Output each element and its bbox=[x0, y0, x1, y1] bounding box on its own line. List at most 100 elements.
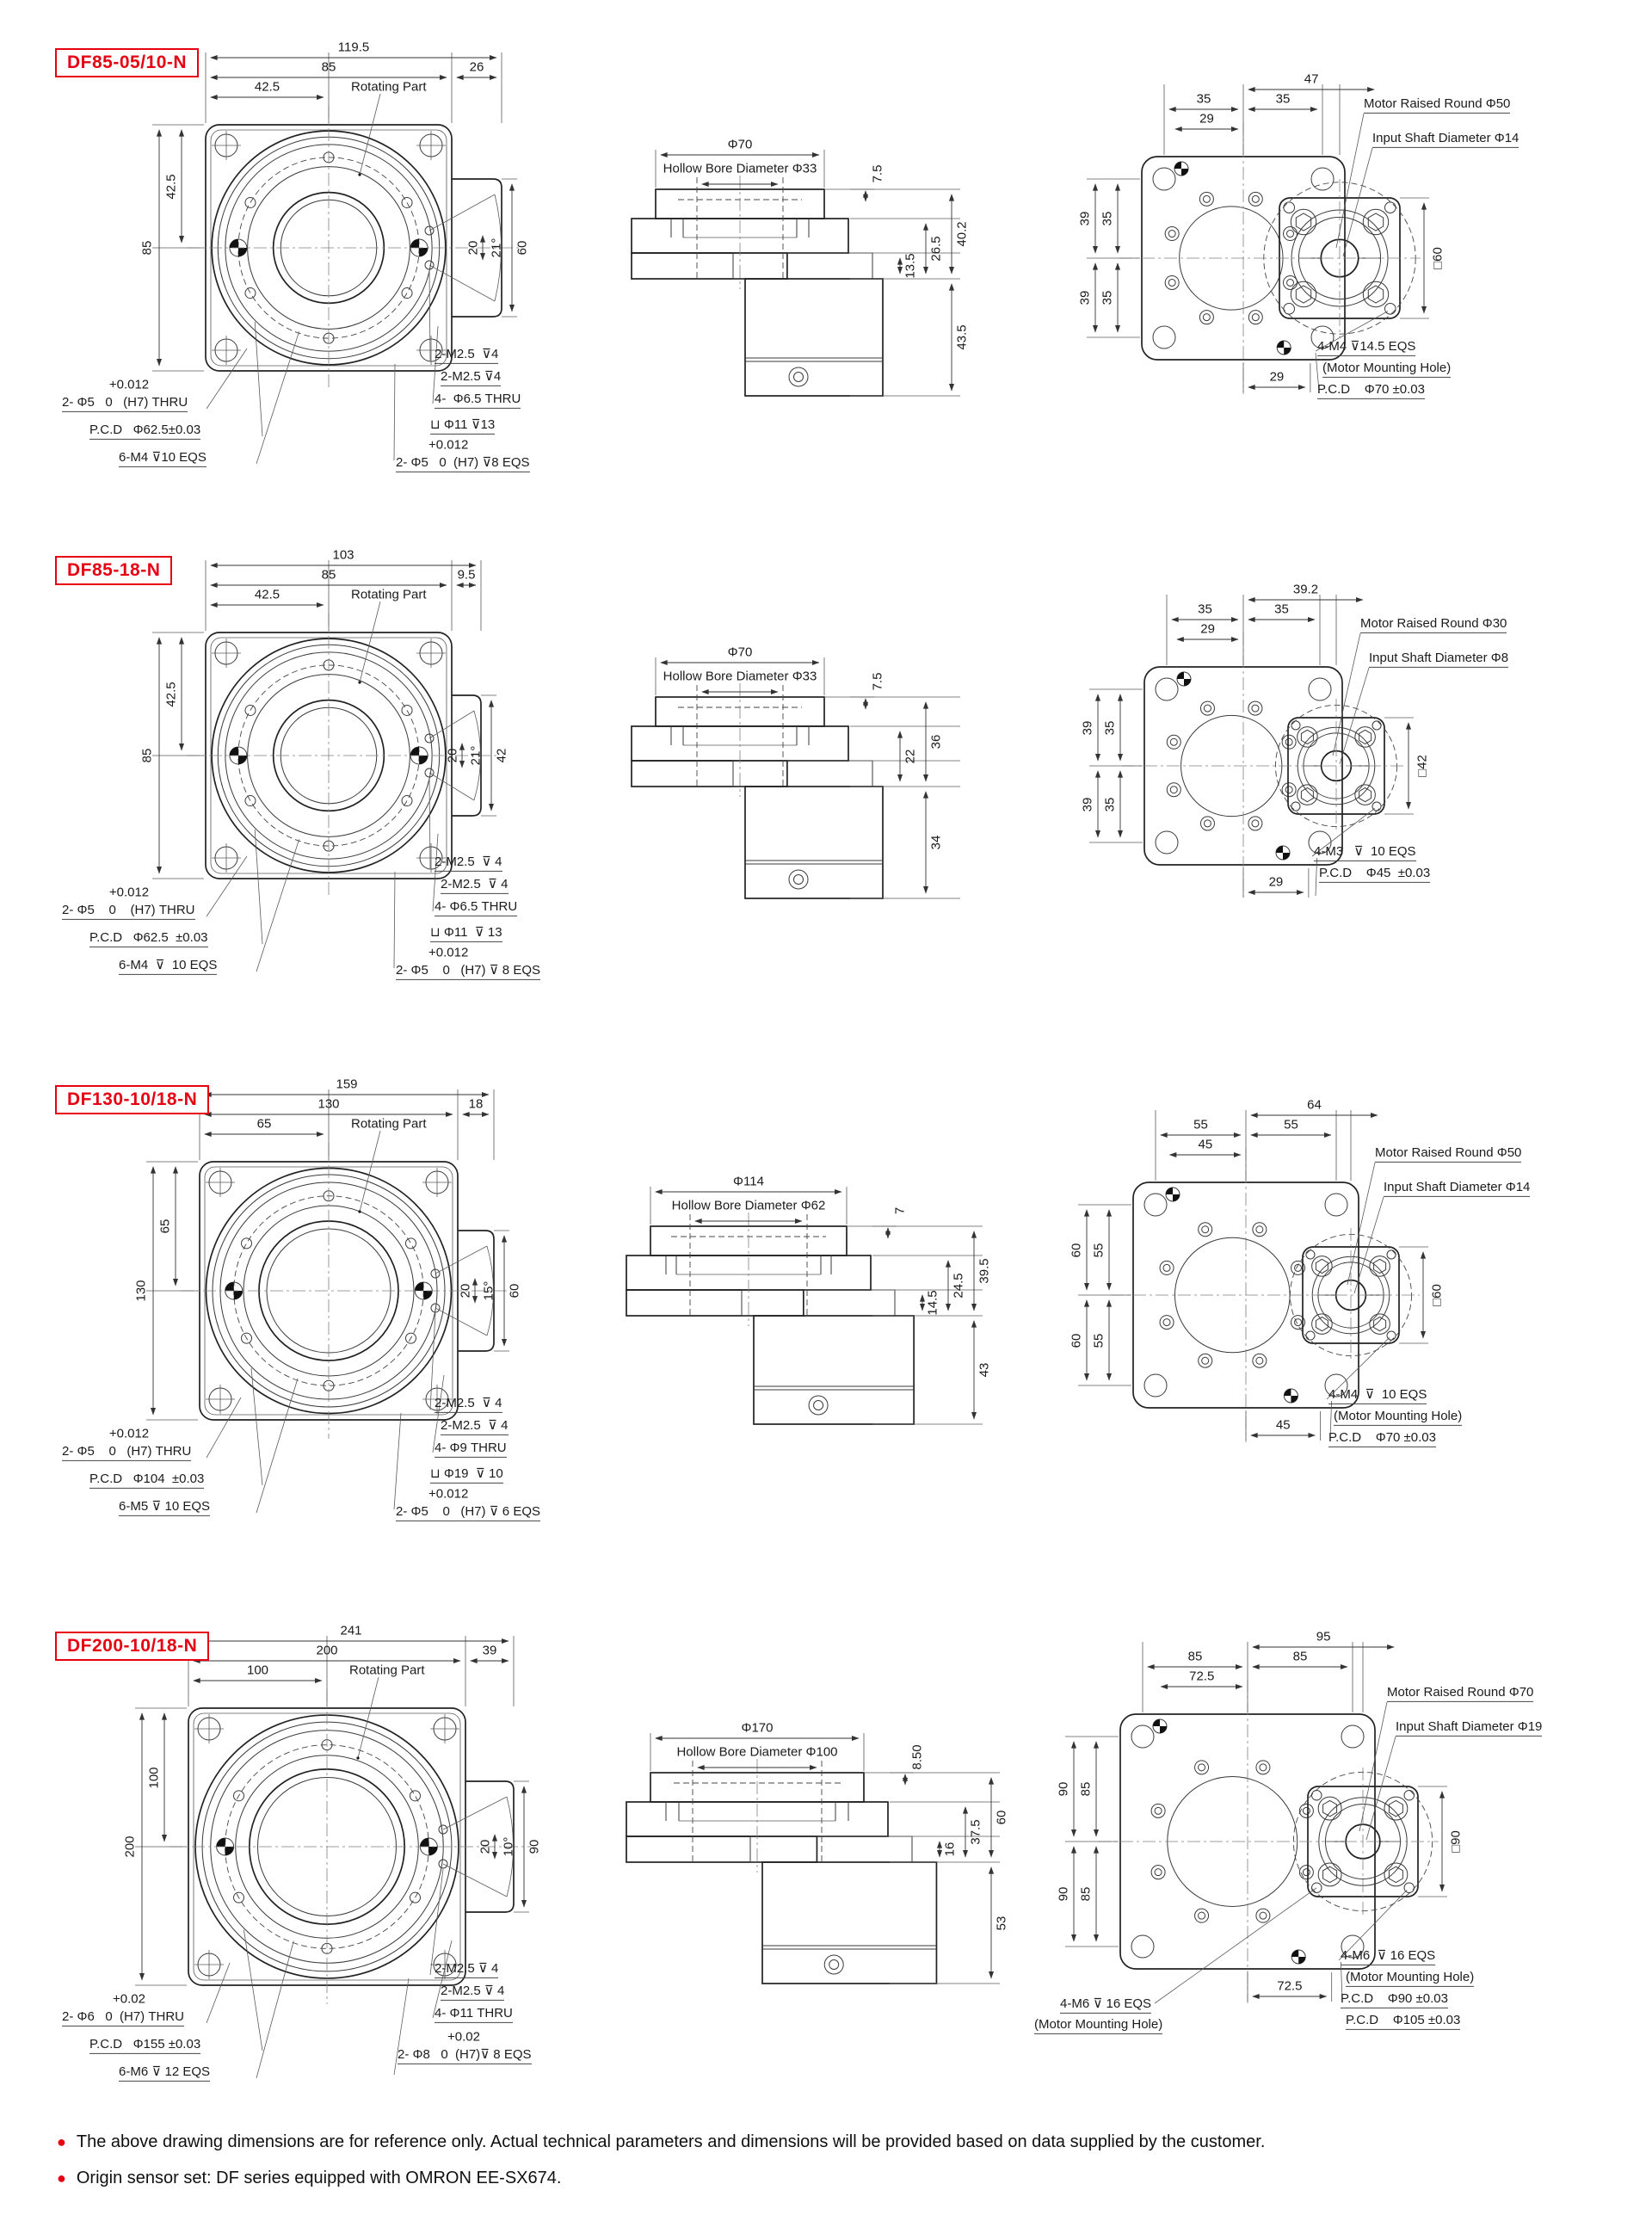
annotation: 2- Φ5 0 (H7) ⊽8 EQS bbox=[396, 455, 530, 473]
dim-label: 20 bbox=[465, 240, 481, 256]
dim-label: □90 bbox=[1448, 1830, 1464, 1853]
note-text: Origin sensor set: DF series equipped wi… bbox=[76, 2169, 562, 2187]
annotation: ⊔ Φ11 ⊽13 bbox=[430, 417, 496, 435]
dim-label: 24.5 bbox=[951, 1273, 966, 1299]
dim-label: 90 bbox=[1056, 1886, 1071, 1902]
footer-note: ● The above drawing dimensions are for re… bbox=[57, 2132, 1265, 2152]
motor-round-label: Motor Raised Round Φ50 bbox=[1364, 96, 1511, 114]
dim-label: 130 bbox=[317, 1096, 340, 1112]
note-text: The above drawing dimensions are for ref… bbox=[76, 2132, 1266, 2151]
annotation: P.C.D Φ62.5 ±0.03 bbox=[89, 930, 208, 948]
annotation: +0.02 bbox=[447, 2029, 480, 2045]
dim-label: 42.5 bbox=[163, 681, 179, 707]
annotation: 2-M2.5 ⊽ 4 bbox=[435, 1396, 502, 1414]
annotation: (Motor Mounting Hole) bbox=[1334, 1409, 1463, 1427]
annotation: 4- Φ6.5 THRU bbox=[435, 392, 521, 410]
dim-label: 40.2 bbox=[954, 221, 970, 247]
dim-label: 200 bbox=[122, 1836, 138, 1858]
dim-label: Hollow Bore Diameter Φ33 bbox=[663, 161, 817, 176]
dim-label: 39 bbox=[1077, 211, 1093, 226]
dim-label: 85 bbox=[321, 567, 336, 583]
dim-label: 39 bbox=[482, 1643, 497, 1658]
motor-round-label: Motor Raised Round Φ70 bbox=[1387, 1685, 1534, 1703]
annotation: +0.012 bbox=[108, 1426, 150, 1441]
annotation: 2- Φ5 0 (H7) THRU bbox=[62, 1444, 192, 1462]
annotation: 2- Φ5 0 (H7) THRU bbox=[62, 395, 188, 413]
dim-label: 39.5 bbox=[977, 1258, 992, 1284]
dim-label: 72.5 bbox=[1189, 1669, 1215, 1684]
dim-label: 47 bbox=[1304, 71, 1319, 87]
dim-label: □60 bbox=[1430, 247, 1446, 269]
note-bullet-icon: ● bbox=[57, 2133, 66, 2150]
dim-label: 55 bbox=[1091, 1243, 1106, 1257]
annotation: (Motor Mounting Hole) bbox=[1034, 2017, 1163, 2035]
dim-label: □42 bbox=[1415, 755, 1430, 777]
dim-label: 7 bbox=[892, 1206, 908, 1215]
dim-label: 13.5 bbox=[903, 253, 918, 279]
dim-label: 10° bbox=[501, 1836, 516, 1857]
annotation: 4-M4 ⊽14.5 EQS bbox=[1317, 339, 1416, 357]
motor-round-label: Motor Raised Round Φ50 bbox=[1375, 1145, 1522, 1163]
annotation: +0.02 bbox=[113, 1991, 145, 2007]
annotation: 4-M3 ⊽ 10 EQS bbox=[1314, 844, 1416, 862]
annotation: 4-M6 ⊽ 16 EQS bbox=[1060, 1996, 1152, 2014]
annotation: 2-M2.5 ⊽ 4 bbox=[441, 1418, 509, 1436]
footer-note: ●Origin sensor set: DF series equipped w… bbox=[57, 2169, 561, 2188]
dim-label: 37.5 bbox=[968, 1819, 983, 1845]
dim-label: 20 bbox=[458, 1283, 473, 1299]
dim-label: 85 bbox=[1292, 1649, 1308, 1664]
annotation: P.C.D Φ62.5±0.03 bbox=[89, 423, 201, 441]
dim-label: 90 bbox=[1056, 1781, 1071, 1797]
annotation: P.C.D Φ104 ±0.03 bbox=[89, 1472, 205, 1490]
dim-label: 35 bbox=[1102, 797, 1118, 811]
annotation: ⊔ Φ11 ⊽ 13 bbox=[430, 925, 502, 943]
dim-label: 21° bbox=[489, 238, 504, 258]
annotation: 2-M2.5 ⊽4 bbox=[435, 347, 499, 365]
dim-label: 35 bbox=[1198, 602, 1212, 617]
annotation: (Motor Mounting Hole) bbox=[1322, 361, 1452, 379]
dim-label: 85 bbox=[139, 748, 155, 763]
annotation: 4- Φ9 THRU bbox=[435, 1441, 507, 1459]
dim-label: 39.2 bbox=[1292, 582, 1319, 597]
annotation: 6-M5 ⊽ 10 EQS bbox=[119, 1499, 211, 1517]
annotation: 2-M2.5 ⊽ 4 bbox=[435, 1961, 499, 1979]
dim-label: 159 bbox=[336, 1077, 358, 1092]
dim-label: 85 bbox=[1078, 1781, 1094, 1797]
rotating-part-label: Rotating Part bbox=[351, 1116, 427, 1132]
dim-label: Hollow Bore Diameter Φ100 bbox=[676, 1744, 838, 1760]
annotation: P.C.D Φ90 ±0.03 bbox=[1341, 1991, 1448, 2009]
dim-label: 35 bbox=[1100, 211, 1115, 226]
dim-label: 130 bbox=[133, 1280, 149, 1302]
dim-label: 35 bbox=[1275, 91, 1291, 107]
annotation: +0.012 bbox=[428, 945, 469, 960]
dim-label: 55 bbox=[1193, 1117, 1208, 1132]
section-title: DF200-10/18-N bbox=[55, 1632, 210, 1661]
dim-label: 8.50 bbox=[909, 1744, 925, 1770]
section-title: DF130-10/18-N bbox=[55, 1085, 210, 1114]
dim-label: 72.5 bbox=[1277, 1978, 1303, 1994]
section-title: DF85-05/10-N bbox=[55, 48, 200, 77]
annotation: 6-M4 ⊽10 EQS bbox=[119, 450, 206, 468]
annotation: +0.012 bbox=[428, 1486, 469, 1502]
shaft-label: Input Shaft Diameter Φ19 bbox=[1396, 1719, 1543, 1737]
annotation: 2-M2.5 ⊽ 4 bbox=[441, 877, 509, 895]
dim-label: 43.5 bbox=[954, 324, 970, 350]
dim-label: 34 bbox=[928, 835, 944, 850]
dim-label: 16 bbox=[942, 1842, 958, 1857]
annotation: P.C.D Φ45 ±0.03 bbox=[1319, 866, 1431, 884]
dim-label: 39 bbox=[1080, 797, 1095, 811]
annotation: 4- Φ6.5 THRU bbox=[435, 899, 518, 917]
dim-label: 35 bbox=[1196, 91, 1211, 107]
rotating-part-label: Rotating Part bbox=[351, 587, 427, 602]
dim-label: 241 bbox=[340, 1623, 362, 1638]
dim-label: □60 bbox=[1429, 1284, 1445, 1306]
dim-label: 20 bbox=[478, 1839, 493, 1854]
annotation: +0.012 bbox=[108, 377, 150, 392]
dim-label: 100 bbox=[146, 1766, 162, 1789]
dim-label: 14.5 bbox=[925, 1290, 940, 1316]
dim-label: 85 bbox=[139, 240, 155, 256]
annotation: 2- Φ6 0 (H7) THRU bbox=[62, 2009, 184, 2027]
dim-label: 45 bbox=[1198, 1137, 1213, 1152]
dim-label: 95 bbox=[1316, 1629, 1331, 1644]
dim-label: 60 bbox=[994, 1810, 1009, 1825]
